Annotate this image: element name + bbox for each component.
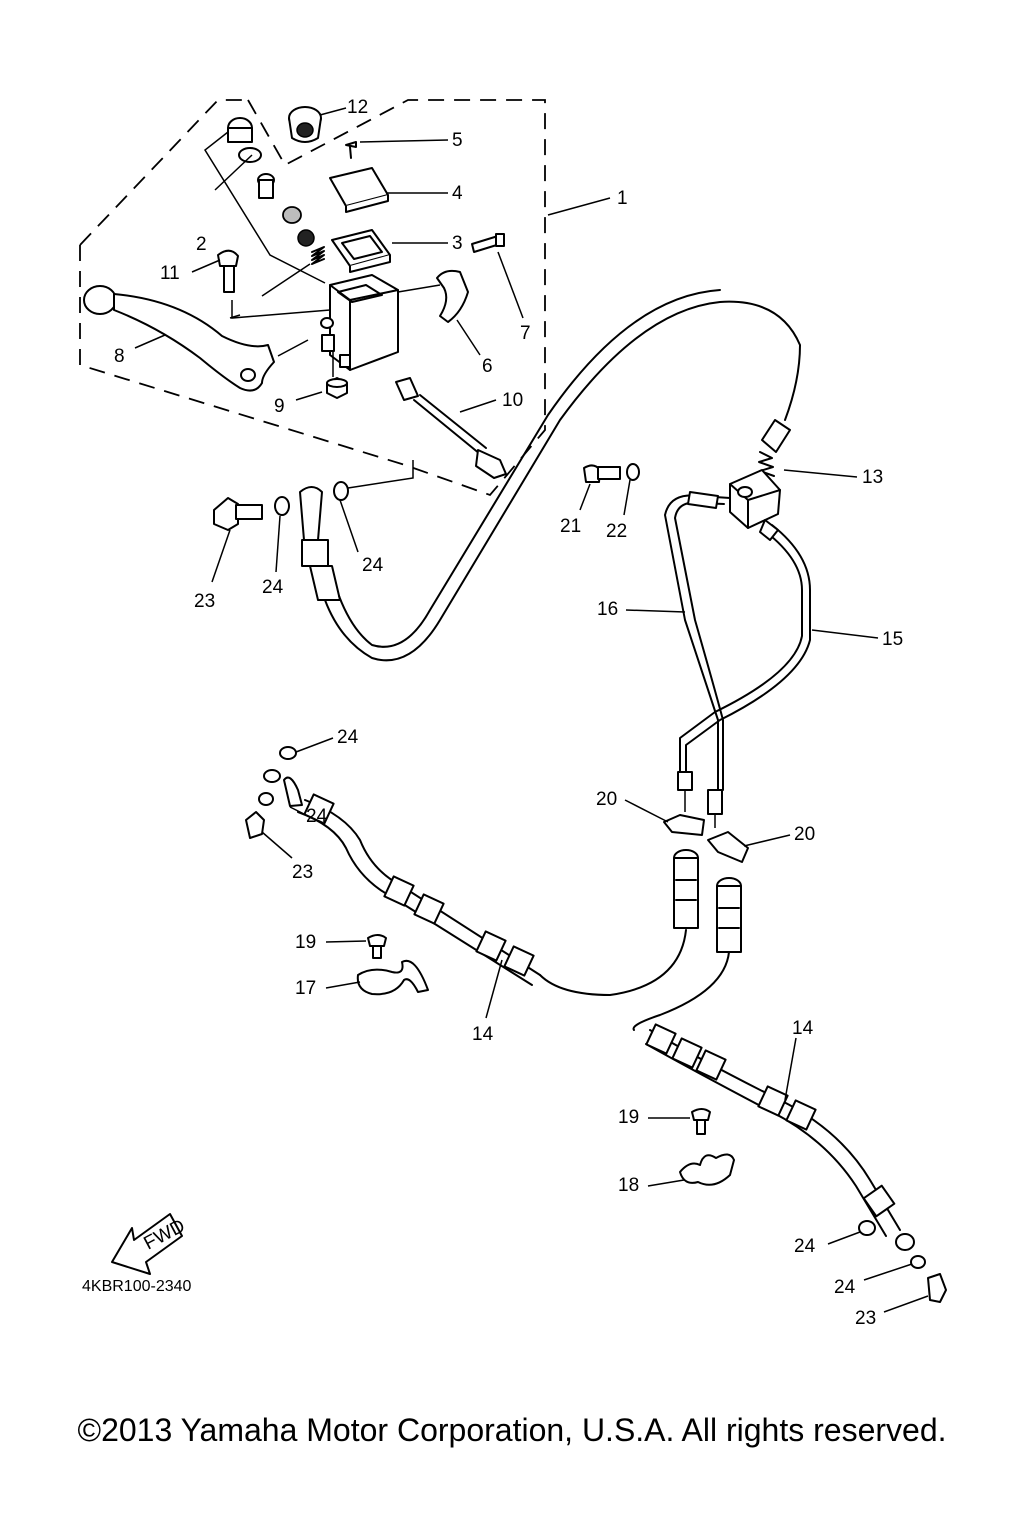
label-13: 13 <box>862 467 883 488</box>
upper-banjo-parts <box>213 460 414 601</box>
lower-hose-fittings <box>539 849 742 1031</box>
label-1: 1 <box>617 188 628 209</box>
label-15: 15 <box>882 629 903 650</box>
label-11: 11 <box>160 263 180 284</box>
label-17: 17 <box>295 978 316 999</box>
label-7: 7 <box>520 323 531 344</box>
label-24-c: 24 <box>337 727 359 748</box>
label-22: 22 <box>606 521 627 542</box>
label-14-a: 14 <box>472 1024 494 1045</box>
hose-clips-20 <box>663 814 749 863</box>
label-24-b: 24 <box>262 577 284 598</box>
label-23-a: 23 <box>194 591 215 612</box>
label-20-a: 20 <box>596 789 617 810</box>
holder-and-bolt <box>436 233 505 323</box>
label-3: 3 <box>452 233 463 254</box>
part-labels: 12 5 4 1 2 3 11 7 8 6 9 10 13 21 22 24 2… <box>82 97 903 1329</box>
pivot-bolt-nut-switch <box>217 249 507 479</box>
main-brake-hose <box>324 289 801 662</box>
piston-kit-parts <box>204 117 326 284</box>
label-24-f: 24 <box>834 1277 856 1298</box>
label-2: 2 <box>196 234 207 255</box>
copyright-notice: ©2013 Yamaha Motor Corporation, U.S.A. A… <box>77 1412 947 1448</box>
hose-guide-18 <box>679 1108 735 1186</box>
label-18: 18 <box>618 1175 639 1196</box>
label-19-a: 19 <box>295 932 316 953</box>
label-6: 6 <box>482 356 493 377</box>
leader-lines <box>134 107 929 1313</box>
label-23-c: 23 <box>855 1308 876 1329</box>
forward-direction-arrow: FWD <box>111 1213 189 1275</box>
label-24-d: 24 <box>306 806 328 827</box>
label-8: 8 <box>114 346 125 367</box>
label-23-b: 23 <box>292 862 313 883</box>
label-24-e: 24 <box>794 1236 816 1257</box>
right-front-hose-14 <box>645 1023 947 1303</box>
hose-guide-17 <box>356 934 429 996</box>
label-16: 16 <box>597 599 618 620</box>
brake-lever-8 <box>83 285 309 392</box>
label-10: 10 <box>502 390 523 411</box>
master-cylinder-body <box>320 274 441 371</box>
label-12: 12 <box>347 97 368 118</box>
label-21: 21 <box>560 516 581 537</box>
label-19-b: 19 <box>618 1107 639 1128</box>
label-4: 4 <box>452 183 463 204</box>
label-14-b: 14 <box>792 1018 814 1039</box>
reservoir-cap-parts <box>329 141 391 273</box>
assembly-boundary <box>79 99 546 497</box>
brake-pipes <box>664 491 811 828</box>
3-way-joint <box>583 451 781 529</box>
label-20-b: 20 <box>794 824 815 845</box>
label-9: 9 <box>274 396 285 417</box>
label-24-a: 24 <box>362 555 384 576</box>
left-front-hose-14 <box>245 746 541 986</box>
diagram-code: 4KBR100-2340 <box>82 1278 192 1295</box>
reservoir-boot-12 <box>288 106 322 143</box>
label-5: 5 <box>452 130 463 151</box>
